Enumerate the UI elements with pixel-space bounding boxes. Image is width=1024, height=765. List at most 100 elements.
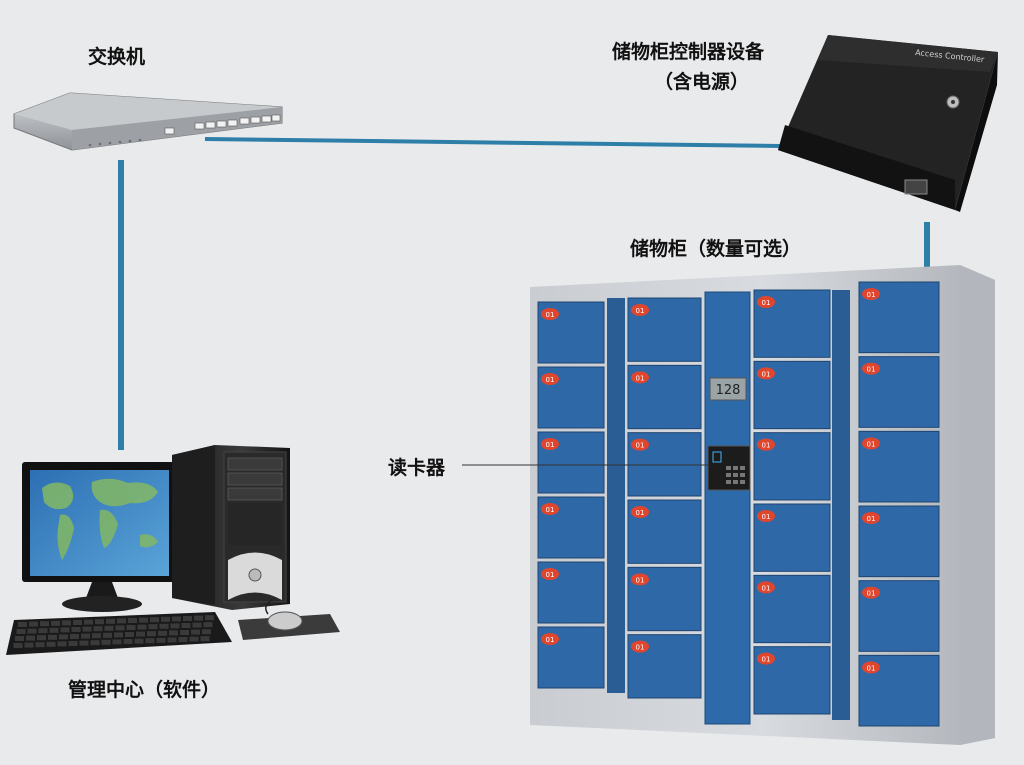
- locker-doors: 0101010101010101010101010101010101010101…: [537, 281, 940, 727]
- locker-number-text: 01: [546, 636, 555, 644]
- network-switch: [13, 92, 283, 151]
- keyboard-key: [79, 640, 89, 646]
- locker-number-badge: [541, 568, 559, 580]
- keyboard-key: [139, 617, 148, 623]
- keyboard-key: [101, 639, 111, 645]
- locker-number-text: 01: [867, 440, 876, 448]
- keyboard-key: [158, 630, 167, 636]
- locker-number-text: 01: [867, 590, 876, 598]
- locker-number-text: 01: [636, 509, 645, 517]
- locker-number-text: 01: [636, 576, 645, 584]
- locker-number-badge: [757, 296, 775, 308]
- locker-number-badge: [541, 373, 559, 385]
- locker-number-badge: [631, 573, 649, 586]
- keyboard-key: [148, 624, 158, 630]
- locker-number-text: 01: [867, 366, 876, 374]
- keyboard-key: [159, 623, 169, 629]
- keyboard-key: [92, 633, 101, 639]
- locker-number-badge: [631, 640, 649, 653]
- cabinet-label: 储物柜（数量可选）: [630, 238, 802, 260]
- locker-number-text: 01: [546, 571, 555, 579]
- locker-number-badge: [541, 438, 559, 450]
- keyboard-key: [35, 642, 45, 648]
- keyboard-key: [103, 632, 112, 638]
- locker-number-text: 01: [546, 376, 555, 384]
- cabinet-control-panel: [704, 291, 751, 725]
- controller-label: 储物柜控制器设备: [612, 41, 765, 63]
- switch-label: 交换机: [88, 46, 146, 68]
- keyboard-key: [112, 639, 122, 645]
- keyboard-key: [18, 622, 27, 627]
- pc-tower: [172, 445, 290, 610]
- keyboard-key: [161, 616, 170, 622]
- keyboard-key: [81, 633, 90, 639]
- keyboard-key: [40, 621, 49, 627]
- locker-cabinet: 128 010101010101010101010101010101010101…: [530, 265, 995, 745]
- locker-number-text: 01: [546, 311, 555, 319]
- keyboard-key: [125, 632, 134, 637]
- keyboard-key: [126, 625, 136, 630]
- locker-number-badge: [757, 367, 775, 380]
- locker-number-text: 01: [636, 374, 645, 382]
- keyboard-key: [156, 637, 166, 643]
- keyboard-key: [205, 615, 214, 621]
- keyboard-key: [128, 618, 137, 623]
- keyboard-key: [26, 635, 35, 641]
- keyboard-key: [16, 629, 26, 634]
- keyboard-key: [183, 616, 192, 621]
- keyboard-key: [137, 624, 147, 630]
- locker-number-text: 01: [867, 664, 876, 672]
- cabinet-middle-strips: [607, 290, 850, 720]
- controller-power-socket: [904, 179, 928, 195]
- locker-number-text: 01: [762, 656, 771, 664]
- keyboard-key: [93, 626, 103, 632]
- keyboard-key: [192, 622, 202, 628]
- keyboard-key: [13, 643, 23, 648]
- locker-number-badge: [862, 661, 880, 674]
- locker-number-badge: [757, 581, 775, 594]
- locker-number-badge: [631, 506, 649, 518]
- locker-number-badge: [631, 371, 649, 384]
- locker-number-text: 01: [867, 515, 876, 523]
- keyboard-key: [203, 622, 213, 628]
- keyboard-key: [90, 640, 100, 646]
- world-map-icon: [42, 478, 158, 560]
- keyboard-key: [145, 638, 155, 644]
- keyboard-key: [57, 641, 67, 647]
- drive-bay: [227, 457, 283, 471]
- keyboard-key: [15, 636, 24, 641]
- keyboard-key: [37, 635, 46, 641]
- keyboard-key: [167, 637, 177, 643]
- locker-number-text: 01: [546, 441, 555, 449]
- keyboard-key: [178, 637, 188, 642]
- locker-number-badge: [631, 438, 649, 451]
- keyboard-key: [48, 634, 57, 640]
- management-label: 管理中心（软件）: [68, 679, 221, 701]
- keyboard: [6, 612, 232, 655]
- locker-number-text: 01: [546, 506, 555, 514]
- pc-monitor: [22, 462, 177, 612]
- keyboard-key: [180, 630, 189, 635]
- keyboard-key: [51, 620, 60, 626]
- keyboard-key: [59, 634, 68, 640]
- locker-number-badge: [541, 633, 559, 645]
- cable-switch-to-controller: [204, 137, 781, 148]
- keyboard-key: [147, 631, 156, 637]
- keyboard-key: [169, 630, 178, 636]
- locker-number-badge: [862, 512, 880, 524]
- controller-label-sub: （含电源）: [654, 71, 750, 93]
- switch-ports: [164, 114, 281, 135]
- network-cables: [118, 137, 930, 450]
- keyboard-key: [82, 626, 92, 632]
- keyboard-key: [71, 627, 81, 632]
- keyboard-key: [24, 642, 34, 648]
- keyboard-key: [46, 641, 56, 647]
- keyboard-key: [123, 639, 133, 644]
- keyboard-key: [170, 623, 180, 629]
- locker-number-badge: [631, 304, 649, 316]
- keyboard-key: [194, 615, 203, 621]
- card-reader-label: 读卡器: [388, 457, 446, 479]
- locker-number-badge: [541, 308, 559, 320]
- keyboard-key: [134, 638, 144, 644]
